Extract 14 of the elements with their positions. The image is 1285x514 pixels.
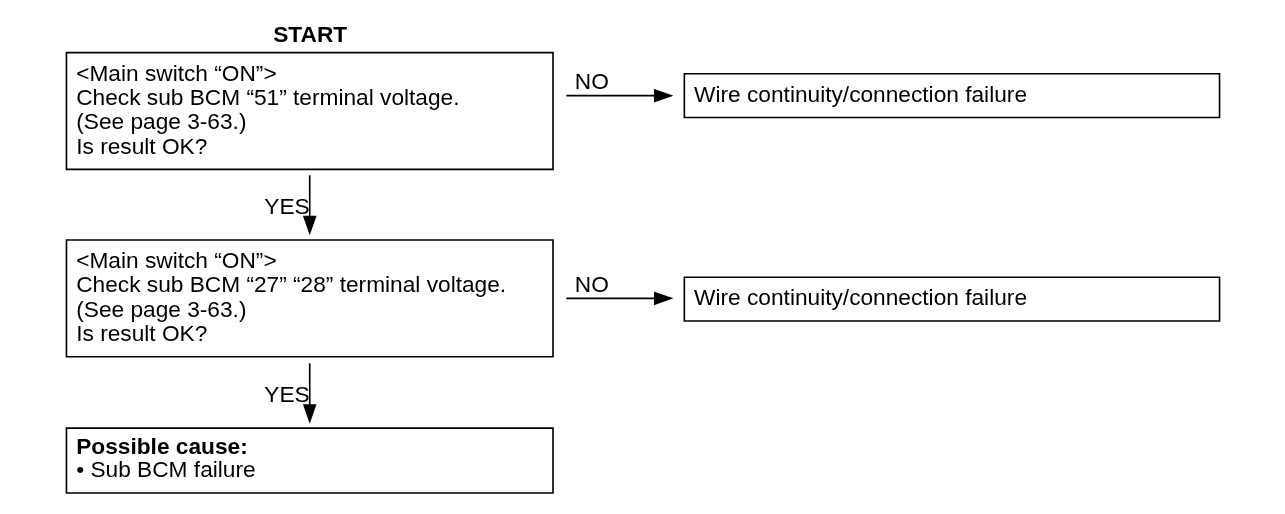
- node-box: Wire continuity/connection failure: [683, 276, 1220, 322]
- node-box: Wire continuity/connection failure: [683, 72, 1220, 119]
- node-label: START: [272, 20, 347, 47]
- edge-label: NO: [574, 271, 609, 298]
- node-box: <Main switch “ON”> Check sub BCM “51” terminal voltage. (See page 3-63.) Is result OK?: [65, 51, 554, 171]
- arrow: [565, 88, 673, 103]
- edge-label: YES: [263, 193, 310, 220]
- node-box: Possible cause: • Sub BCM failure: [65, 427, 554, 494]
- arrow: [565, 291, 673, 306]
- node-box: <Main switch “ON”> Check sub BCM “27” “28” terminal voltage. (See page 3-63.) Is result OK?: [65, 239, 554, 358]
- edge-label: NO: [574, 68, 609, 95]
- edge-label: YES: [263, 381, 310, 408]
- arrow: [302, 174, 317, 236]
- arrow: [302, 362, 317, 424]
